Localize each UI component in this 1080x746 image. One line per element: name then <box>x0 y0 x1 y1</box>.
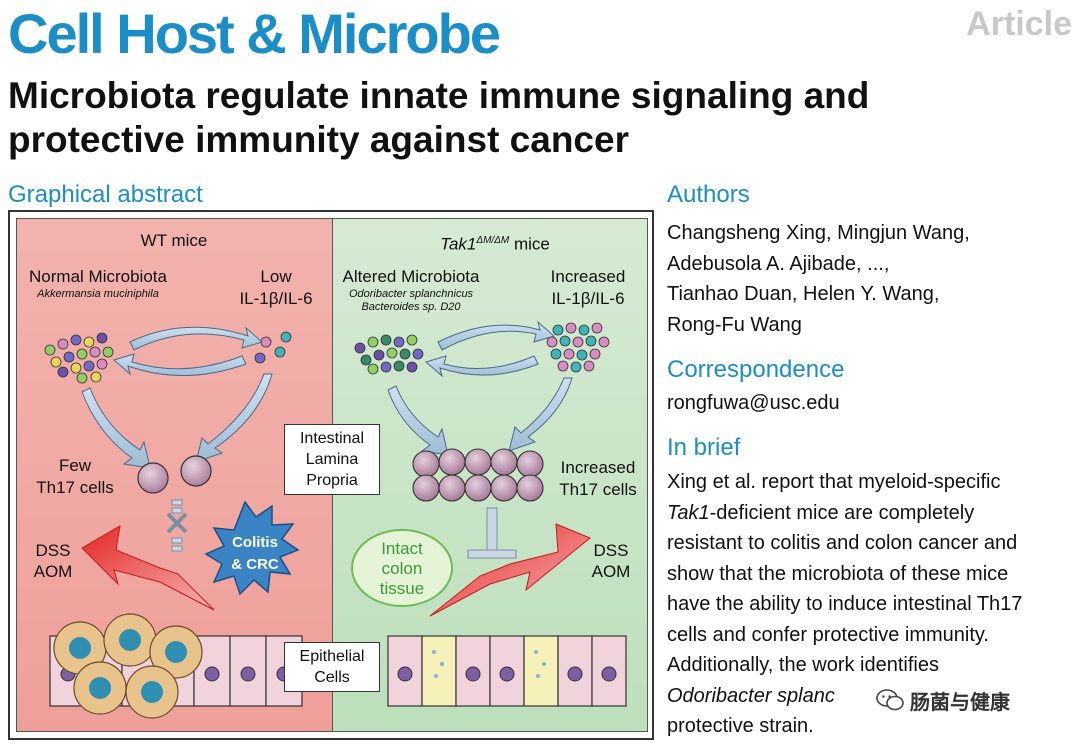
lamina-line-1: Intestinal <box>299 430 365 447</box>
in-brief-text: Xing et al. report that myeloid-specific… <box>667 467 1075 742</box>
increased-cytokines <box>546 322 610 373</box>
journal-name: Cell Host & Microbe <box>8 2 501 65</box>
intact-label: Intact <box>381 539 423 558</box>
in-brief-line: show that the microbiota of these mice <box>667 562 1009 585</box>
article-title: Microbiota regulate innate immune signal… <box>8 74 1068 162</box>
graphical-abstract-heading: Graphical abstract <box>8 181 203 208</box>
authors-list: Changsheng Xing, Mingjun Wang, Adebusola… <box>667 218 1072 340</box>
right-epithelium <box>387 635 627 707</box>
authors-heading: Authors <box>667 181 750 208</box>
title-line-1: Microbiota regulate innate immune signal… <box>8 75 870 116</box>
author-line: Changsheng Xing, Mingjun Wang, <box>667 222 970 244</box>
right-aom-label: AOM <box>591 562 631 581</box>
left-th17-label: Th17 cells <box>36 478 114 497</box>
author-line: Tianhao Duan, Helen Y. Wang, <box>667 283 940 305</box>
in-brief-line: Xing et al. report that myeloid-specific <box>667 471 1001 493</box>
low-cytokines <box>254 331 292 364</box>
correspondence-heading: Correspondence <box>667 356 845 383</box>
right-cytokine-label: IL-1β/IL-6 <box>551 289 625 308</box>
colitis-label: Colitis <box>232 534 278 551</box>
bacteroides-label: Bacteroides sp. D20 <box>361 301 461 313</box>
in-brief-line2-rest: -deficient mice are completely <box>709 501 975 524</box>
in-brief-line: Additionally, the work identifies <box>667 654 939 676</box>
tak1-mice-suffix: mice <box>509 234 550 254</box>
tak1-italic: Tak1 <box>667 501 710 524</box>
article-type: Article <box>966 5 1072 43</box>
abstract-illustration <box>44 320 627 719</box>
tak1-gene: Tak1 <box>440 234 477 254</box>
normal-microbiota-label: Normal Microbiota <box>29 267 167 286</box>
increased-th17-label-2: Th17 cells <box>559 480 637 499</box>
wt-mice-label: WT mice <box>140 231 208 250</box>
odoribacter-italic: Odoribacter splanc <box>667 684 835 707</box>
left-cytokine-label: IL-1β/IL-6 <box>239 289 313 308</box>
low-label: Low <box>260 267 292 286</box>
watermark: 肠菌与健康 <box>872 684 1014 716</box>
increased-th17-cells <box>412 448 544 502</box>
lamina-propria-box: Intestinal Lamina Propria <box>284 424 380 495</box>
right-dss-label: DSS <box>593 541 629 560</box>
increased-label: Increased <box>550 267 626 286</box>
in-brief-line: have the ability to induce intestinal Th… <box>667 593 1023 615</box>
lamina-line-2: Lamina <box>305 451 359 468</box>
altered-microbiota-cluster <box>354 334 424 375</box>
left-dss-label: DSS <box>35 541 71 560</box>
altered-microbiota-label: Altered Microbiota <box>342 267 480 286</box>
author-line: Rong-Fu Wang <box>667 313 802 336</box>
blocked-inhibition-icon <box>166 499 188 552</box>
wechat-icon <box>876 689 904 711</box>
in-brief-line: Odoribacter splanc <box>667 681 1075 712</box>
lamina-line-3: Propria <box>306 472 358 489</box>
author-line: Adebusola A. Ajibade, ..., <box>667 252 890 275</box>
few-label: Few <box>58 456 92 475</box>
watermark-text: 肠菌与健康 <box>910 691 1010 714</box>
graphical-abstract-figure: WT mice Normal Microbiota Akkermansia mu… <box>8 210 654 740</box>
crc-label: & CRC <box>231 556 279 573</box>
inhibition-icon <box>467 507 517 559</box>
epithelial-line-1: Epithelial <box>299 648 365 665</box>
tak1-mice-label: Tak1ΔM/ΔM mice <box>410 230 580 255</box>
odoribacter-label: Odoribacter splanchnicus <box>348 288 474 300</box>
normal-microbiota-cluster <box>44 332 114 384</box>
increased-th17-label-1: Increased <box>560 458 636 477</box>
title-line-2: protective immunity against cancer <box>8 119 629 160</box>
tumor-cells <box>53 613 203 719</box>
epithelial-line-2: Cells <box>314 669 350 686</box>
in-brief-line: cells and confer protective immunity. <box>667 623 989 646</box>
tissue-label: tissue <box>379 579 425 598</box>
left-aom-label: AOM <box>33 562 73 581</box>
epithelial-cells-box: Epithelial Cells <box>284 642 380 692</box>
in-brief-line: Tak1-deficient mice are completely <box>667 498 1075 529</box>
in-brief-heading: In brief <box>667 434 741 461</box>
correspondence-email[interactable]: rongfuwa@usc.edu <box>667 392 840 414</box>
akkermansia-label: Akkermansia muciniphila <box>37 288 159 300</box>
in-brief-line: protective strain. <box>667 715 814 737</box>
colon-label: colon <box>381 559 423 578</box>
in-brief-line: resistant to colitis and colon cancer an… <box>667 532 1018 554</box>
tak1-superscript: ΔM/ΔM <box>476 235 510 246</box>
